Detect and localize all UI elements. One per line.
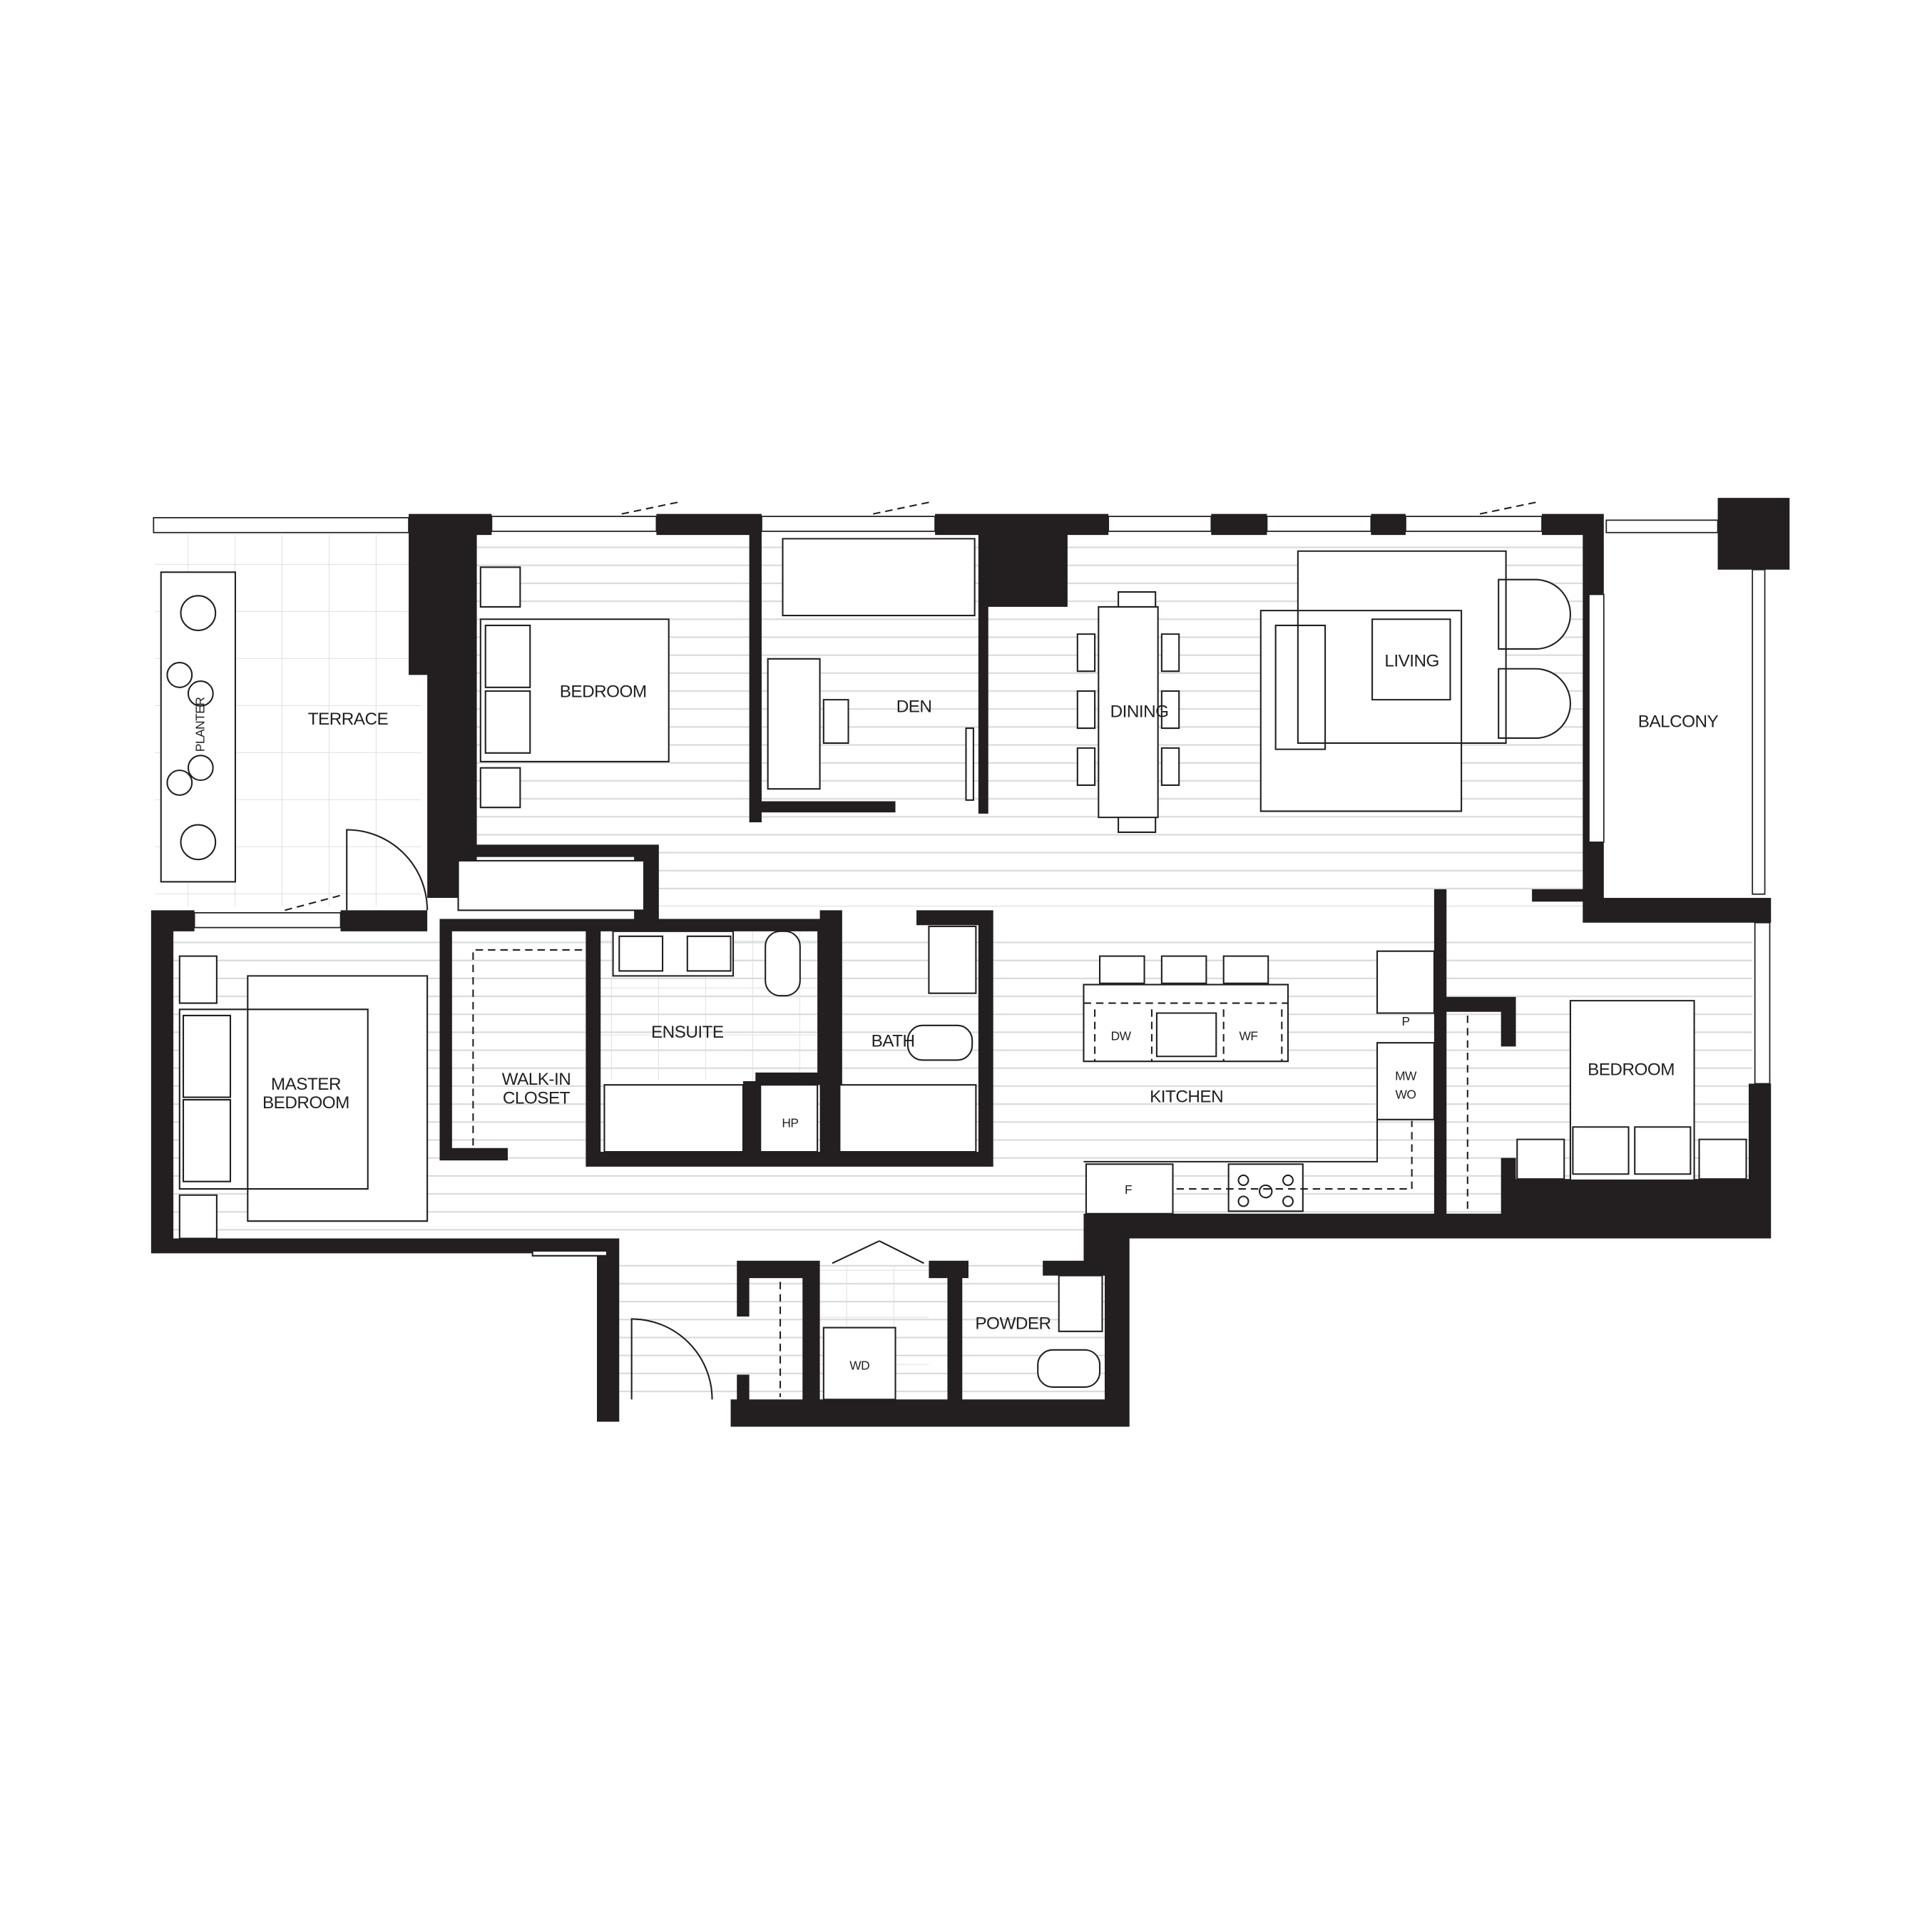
- master-bedroom-label-2: BEDROOM: [262, 1093, 349, 1113]
- powder-label: POWDER: [975, 1314, 1051, 1333]
- walkin-label-1: WALK-IN: [502, 1070, 571, 1089]
- pantry-and-ovens: [1085, 950, 1435, 1215]
- bath-toilet: [906, 1024, 973, 1061]
- dining-living: DINING LIVING BALCONY: [1076, 550, 1719, 833]
- ensuite-label: ENSUITE: [651, 1023, 724, 1042]
- walkin-label-2: CLOSET: [503, 1088, 571, 1108]
- living-label: LIVING: [1384, 651, 1439, 670]
- den: DEN: [767, 538, 976, 801]
- den-label: DEN: [896, 697, 932, 717]
- laundry-doors[interactable]: [832, 1240, 924, 1264]
- terrace-label: TERRACE: [308, 710, 389, 729]
- closet: [457, 859, 645, 911]
- planter: [160, 571, 236, 883]
- dining-label: DINING: [1110, 702, 1169, 721]
- entry-laundry-powder: WD POWDER: [531, 1240, 1103, 1401]
- balcony-label: BALCONY: [1638, 712, 1719, 731]
- master-bedroom-label-1: MASTER: [271, 1075, 341, 1094]
- bath-label: BATH: [872, 1031, 915, 1051]
- powder-toilet: [1037, 1349, 1101, 1388]
- dining-table-and-chairs: [1076, 591, 1180, 833]
- master-bed-and-rug: [178, 955, 429, 1240]
- cooktop-burners-icon: [1237, 1174, 1294, 1207]
- wine-fridge-label: WF: [1239, 1029, 1257, 1043]
- den-furniture: [767, 538, 976, 801]
- living-furniture: [1259, 550, 1571, 812]
- bed-and-nightstands: [479, 566, 670, 809]
- windows: [153, 501, 1771, 1085]
- bath-fixtures: [839, 925, 977, 1153]
- ensuite-bath: ENSUITE HP BATH: [603, 925, 977, 1153]
- planter-label: PLANTER: [193, 697, 208, 752]
- terrace-door[interactable]: [346, 829, 429, 911]
- bedroom-1: BEDROOM: [457, 566, 670, 911]
- washer-dryer-label: WD: [849, 1359, 869, 1373]
- microwave-label: MW: [1395, 1068, 1417, 1083]
- washer-dryer: [822, 1327, 896, 1401]
- island-and-stools: [1083, 955, 1289, 1063]
- entry-door[interactable]: [630, 1318, 713, 1400]
- dishwasher-label: DW: [1111, 1029, 1132, 1043]
- kitchen: DW WF KITCHEN P MW WO F: [1083, 950, 1435, 1215]
- terrace: PLANTER TERRACE: [160, 571, 429, 911]
- powder-sink: [531, 1249, 1103, 1332]
- master-bedroom: MASTER BEDROOM WALK-IN CLOSET: [178, 949, 593, 1240]
- bedroom-2-label: BEDROOM: [1588, 1060, 1675, 1079]
- pantry-label: P: [1401, 1014, 1409, 1028]
- ensuite-fixtures: [603, 930, 819, 1153]
- fridge-label: F: [1125, 1182, 1132, 1197]
- hp-label: HP: [782, 1115, 798, 1130]
- wall-oven-label: WO: [1396, 1087, 1416, 1101]
- plant-icons: [166, 595, 217, 861]
- bedroom-2: BEDROOM: [1466, 1000, 1747, 1214]
- bedroom-1-label: BEDROOM: [560, 683, 647, 702]
- ensuite-toilet: [765, 930, 801, 997]
- kitchen-label: KITCHEN: [1150, 1088, 1223, 1107]
- bed-and-nightstands-2: [1516, 1000, 1747, 1181]
